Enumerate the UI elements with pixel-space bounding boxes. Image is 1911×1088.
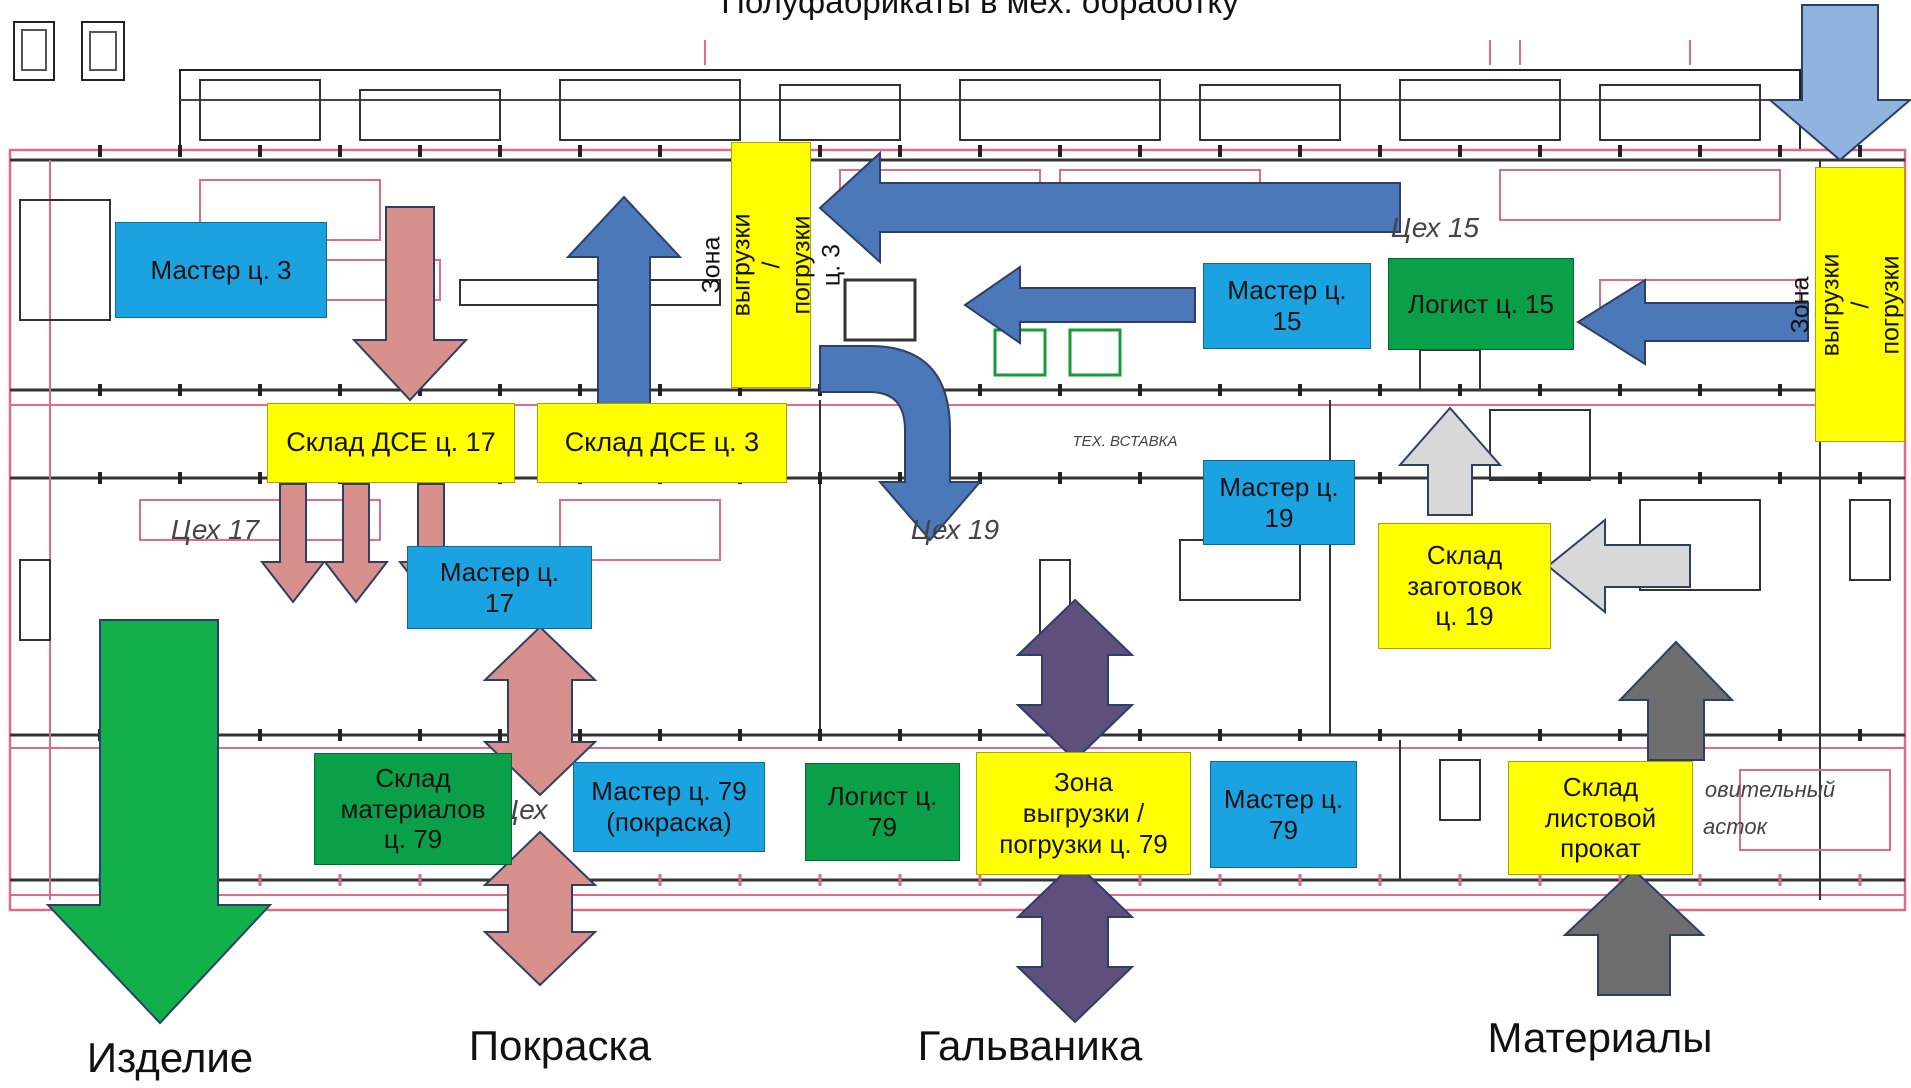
- arrow-materials-in: [1565, 870, 1703, 995]
- section-label-a: овительный: [1690, 775, 1850, 805]
- dse-17-box: Склад ДСЕ ц. 17: [267, 403, 515, 483]
- arrow-blanks-up: [1400, 408, 1500, 515]
- painting-label: Покраска: [430, 1018, 690, 1074]
- master-3-box: Мастер ц. 3: [115, 222, 327, 318]
- sheet-store-box: Склад листовой прокат: [1508, 761, 1693, 875]
- galvanics-label: Гальваника: [880, 1018, 1180, 1074]
- workshop-label-15: Цех 15: [1370, 208, 1500, 248]
- zone-3-box: Зона выгрузки / погрузки ц. 3: [731, 142, 811, 388]
- master-19-box: Мастер ц. 19: [1203, 460, 1355, 545]
- arrow-master15-left: [965, 267, 1195, 343]
- materials-label: Материалы: [1450, 1010, 1750, 1066]
- arrow-into-blanks: [1548, 520, 1690, 612]
- zone-79-box: Зона выгрузки / погрузки ц. 79: [976, 752, 1191, 875]
- master-79-box: Мастер ц. 79: [1210, 761, 1357, 868]
- section-label-b: асток: [1690, 812, 1780, 842]
- workshop-label-19: Цех 19: [890, 510, 1020, 550]
- arrow-semi-finished-in: [1770, 5, 1910, 160]
- tech-insert-label: ТЕХ. ВСТАВКА: [1050, 430, 1200, 454]
- master-17-box: Мастер ц. 17: [407, 546, 592, 629]
- master-15-box: Мастер ц. 15: [1203, 263, 1371, 349]
- arrow-dse17-down-2: [325, 484, 387, 602]
- zone-15-label: Зона выгрузки / погрузки ц. 15: [1785, 253, 1911, 356]
- logist-15-box: Логист ц. 15: [1388, 258, 1574, 350]
- product-label: Изделие: [40, 1030, 300, 1086]
- zone-3-label: Зона выгрузки / погрузки ц. 3: [696, 214, 846, 317]
- materials-79-box: Склад материалов ц. 79: [314, 753, 512, 865]
- arrow-master3-to-dse17: [354, 207, 466, 400]
- logist-79-box: Логист ц. 79: [805, 763, 960, 861]
- master-79-paint-box: Мастер ц. 79 (покраска): [573, 762, 765, 852]
- arrow-sheet-up: [1620, 642, 1732, 760]
- arrow-zone15-to-logist15: [1578, 280, 1808, 364]
- workshop-label-17: Цех 17: [150, 510, 280, 550]
- arrow-dse3-up: [568, 197, 680, 406]
- zone-15-box: Зона выгрузки / погрузки ц. 15: [1815, 167, 1905, 442]
- arrow-product-out: [48, 620, 270, 1023]
- dse-3-box: Склад ДСЕ ц. 3: [537, 403, 787, 483]
- arrow-galvanics-lower: [1018, 862, 1132, 1022]
- top-caption: Полуфабрикаты в мех. обработку: [560, 0, 1400, 22]
- blanks-19-box: Склад заготовок ц. 19: [1378, 523, 1551, 649]
